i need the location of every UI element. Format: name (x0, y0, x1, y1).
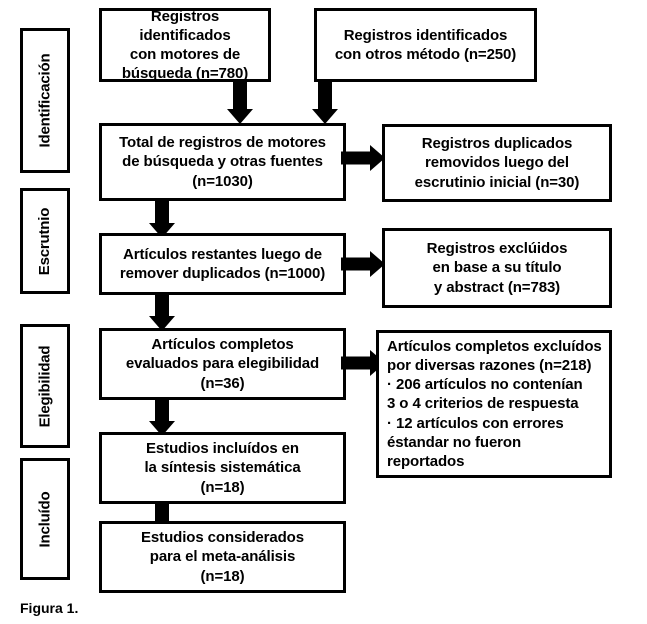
stage-label-identificacion: Identificación (20, 28, 70, 173)
arrow-other-to-total (310, 82, 340, 124)
box-text-line: reportados (387, 452, 465, 470)
box-text-line: Estudios considerados (141, 529, 304, 547)
box-text-line: (n=1030) (192, 172, 253, 190)
box-text-line: Registros exclúidos (426, 240, 568, 258)
box-text: Artículos restantes luego de remover dupl… (108, 245, 337, 283)
box-text-line: búsqueda (n=780) (121, 65, 249, 83)
box-text-line: la síntesis sistemática (144, 459, 301, 477)
box-text-line: removidos luego del (425, 154, 569, 172)
box-text-line: éstandar no fueron (387, 433, 522, 451)
stage-label-elegibilidad: Elegibilidad (20, 324, 70, 448)
box-text-line: para el meta-análisis (149, 548, 296, 566)
box-text-line: Registros identificados (139, 7, 231, 44)
box-text-line: por diversas razones (n=218) (387, 357, 592, 375)
stage-label-escrutnio: Escrutnio (20, 188, 70, 294)
stage-label-text: Identificación (36, 53, 54, 148)
box-records-identified-other: Registros identificados con otros método … (314, 8, 537, 82)
arrow-after-duplicates-to-fulltext (147, 295, 177, 331)
box-text-line: Artículos completos excluídos (387, 337, 602, 355)
box-text-line: (n=36) (200, 374, 245, 392)
stage-label-text: Escrutnio (36, 207, 54, 275)
arrow-total-to-duplicates (341, 143, 385, 173)
stage-label-incluido: Incluído (20, 458, 70, 580)
box-text: Registros identificados con motores de bús… (108, 7, 262, 84)
box-text-line: (n=18) (200, 567, 245, 585)
arrow-databases-to-total (225, 82, 255, 124)
stage-label-text: Incluído (36, 491, 54, 547)
box-text: Registros identificados con otros método … (323, 26, 528, 64)
box-text-line: de búsqueda y otras fuentes (122, 153, 323, 171)
stage-label-text: Elegibilidad (36, 345, 54, 427)
box-text-line: con otros método (n=250) (334, 46, 517, 63)
box-text-line: Registros duplicados (421, 135, 573, 153)
box-text-line: evaluados para elegibilidad (125, 355, 320, 373)
box-text: Artículos completos excluídos por diversa… (387, 337, 603, 471)
box-text-line: Registros identificados (343, 26, 508, 44)
box-text-line: Estudios incluídos en (146, 440, 299, 458)
box-text-line: Artículos completos (151, 336, 294, 354)
box-fulltext-excluded: Artículos completos excluídos por diversa… (376, 330, 612, 478)
box-text-line: en base a su título (432, 259, 562, 277)
box-text-line: Artículos restantes luego de (123, 245, 322, 263)
box-text-line: escrutinio inicial (n=30) (414, 173, 580, 191)
box-text-line: · 206 artículos no contenían (387, 376, 583, 394)
arrow-fulltext-to-qualitative (147, 400, 177, 436)
box-text-line: 3 o 4 criterios de respuesta (387, 395, 579, 413)
box-text-line: y abstract (n=783) (433, 278, 561, 296)
box-text-line: con motores de (129, 46, 241, 63)
box-text-line: · 12 artículos con errores (387, 414, 564, 432)
arrow-after-duplicates-to-excluded (341, 249, 385, 279)
box-records-identified-databases: Registros identificados con motores de bús… (99, 8, 271, 82)
box-records-after-duplicates: Artículos restantes luego de remover dupl… (99, 233, 346, 295)
box-text-line: Total de registros de motores (119, 134, 326, 152)
figure-caption: Figura 1. (20, 600, 79, 616)
box-text-line: (n=18) (200, 478, 245, 496)
box-text-line: remover duplicados (n=1000) (119, 265, 326, 282)
